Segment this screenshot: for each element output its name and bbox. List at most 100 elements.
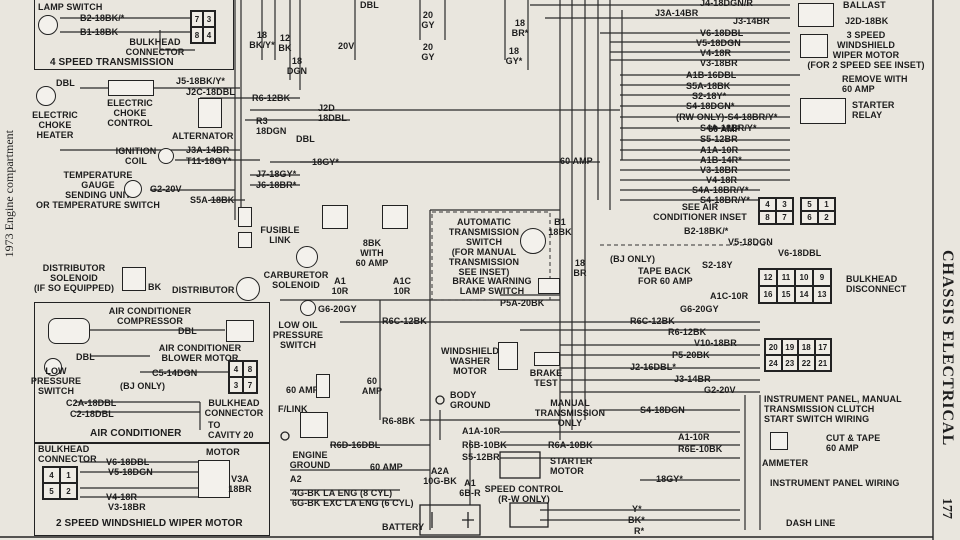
wire-j2: J2-16DBL* <box>630 362 676 372</box>
wire-v4: V4-18R <box>700 48 732 58</box>
wire-a1a-r: A1A-10R <box>700 145 739 155</box>
wire-g6: G6-20GY <box>318 304 357 314</box>
pin: 12 <box>759 269 777 286</box>
wire-v6: V6-18DBL <box>700 28 744 38</box>
wire-c5: C5-14DGN <box>152 368 198 378</box>
bulkhead-disconnect-label: BULKHEAD DISCONNECT <box>846 274 907 294</box>
wire-c2a: C2A-18DBL <box>66 398 117 408</box>
wire-r6a: R6A-10BK <box>548 440 593 450</box>
ignition-coil-icon <box>158 148 174 164</box>
electric-choke-heater: ELECTRIC CHOKE HEATER <box>32 110 78 140</box>
sixty-amp-battery: 60 AMP <box>370 462 403 472</box>
pin: 4 <box>203 27 215 43</box>
wire-18gy-mid: 18GY* <box>312 157 340 167</box>
wire-20gy-b: 20 GY <box>421 42 435 62</box>
wire-g6-mid: G6-20GY <box>680 304 719 314</box>
wire-j3-mid: J3-14BR <box>674 374 711 384</box>
wire-j5: J5-18BK/Y* <box>176 76 226 86</box>
brake-switch-icon <box>538 278 560 294</box>
wire-r3: R3 18DGN <box>256 116 287 136</box>
wire-b2-r: B2-18BK/* <box>684 226 729 236</box>
pin: 9 <box>813 269 831 286</box>
wire-s4-br: S4-18BR/Y* <box>700 195 751 205</box>
washer-motor-icon <box>498 342 518 370</box>
ac-title: AIR CONDITIONER <box>90 428 182 439</box>
choke-heater-icon <box>36 86 56 106</box>
f-link-label: F/LINK <box>278 404 308 414</box>
distributor-icon <box>236 277 260 301</box>
ignition-coil: IGNITION COIL <box>115 146 157 166</box>
wire-s4a-2: S4A-18BR/Y* <box>692 185 749 195</box>
distributor-solenoid: DISTRIBUTOR SOLENOID (IF SO EQUIPPED) <box>33 263 115 293</box>
pin: 3 <box>203 11 215 27</box>
wire-rw-only: (RW ONLY)-S4-18BR/Y* <box>676 112 778 122</box>
wire-j2c: J2C-18DBL <box>186 87 235 97</box>
wire-y: Y* <box>632 504 642 514</box>
bulkhead-disconnect-upper: 12 11 10 9 16 15 14 13 <box>758 268 832 304</box>
wire-j3a-r: J3A-14BR <box>655 8 699 18</box>
sixty-amp-mid: 60 AMP <box>560 156 593 166</box>
wire-v5-wiper: V5-18DGN <box>108 467 153 477</box>
wire-a1c-mid: A1C-10R <box>710 291 749 301</box>
wire-p5: P5-20BK <box>672 350 710 360</box>
pin: 4 <box>759 198 776 211</box>
brake-test-label: BRAKE TEST <box>529 368 563 388</box>
pin: 2 <box>60 483 77 499</box>
wire-v4b: V4-18R <box>706 175 738 185</box>
wire-s4a: S4A-18BR/Y* <box>700 123 757 133</box>
ip-manual-trans-wiring: INSTRUMENT PANEL, MANUAL TRANSMISSION CL… <box>764 394 902 424</box>
pin: 8 <box>759 211 776 224</box>
wire-r6d: R6D-16DBL <box>330 440 381 450</box>
f-link-box <box>300 412 328 438</box>
dbl-mid: DBL <box>296 134 315 144</box>
wire-a1b: A1B-16DBL <box>686 70 737 80</box>
two-speed-wiper-inset <box>34 442 270 536</box>
windshield-washer-motor: WINDSHIELD WASHER MOTOR <box>441 346 499 376</box>
four-speed-title: 4 SPEED TRANSMISSION <box>50 57 174 68</box>
wire-p5a: P5A-20BK <box>500 298 545 308</box>
low-pressure-switch-icon <box>44 358 62 376</box>
ac-bulkhead-pins: 4 8 3 7 <box>228 360 258 394</box>
wire-a1a-bottom: A1A-10R <box>462 426 501 436</box>
battery-label: BATTERY <box>382 522 425 532</box>
wire-r: R* <box>634 526 645 536</box>
wire-j6: J6-18BR* <box>256 180 297 190</box>
ballast-resistor <box>798 3 834 27</box>
pin: 5 <box>43 483 60 499</box>
brake-test-icon <box>534 352 560 366</box>
dash-line-label: DASH LINE <box>786 518 836 528</box>
pin: 21 <box>814 355 831 371</box>
four-speed-inset <box>34 0 234 70</box>
pin: 7 <box>191 11 203 27</box>
wire-v3b: V3-18BR <box>700 165 738 175</box>
pin: 4 <box>43 467 60 483</box>
pin: 3 <box>776 198 793 211</box>
wire-v6-r: V6-18DBL <box>778 248 822 258</box>
wire-12bk: 12 BK <box>278 33 292 53</box>
ballast-label: BALLAST <box>843 0 886 10</box>
wire-r6-r: R6-12BK <box>668 327 707 337</box>
wire-s2-mid: S2-18Y <box>702 260 733 270</box>
wire-a2: A2 <box>290 474 302 484</box>
distributor-label: DISTRIBUTOR <box>172 285 235 295</box>
pin: 16 <box>759 286 777 303</box>
bk-label: BK <box>148 282 162 292</box>
starter-relay-label: STARTER RELAY <box>852 100 895 120</box>
pin: 13 <box>813 286 831 303</box>
pin: 19 <box>781 339 798 355</box>
bulkhead-pins-4speed: 7 3 8 4 <box>190 10 216 44</box>
ammeter-icon <box>770 432 788 450</box>
low-pressure-switch: LOW PRESSURE SWITCH <box>30 366 82 396</box>
wire-a2a: A2A 10G-BK <box>423 466 457 486</box>
pin: 14 <box>795 286 813 303</box>
bj-only-label: (BJ ONLY) <box>610 254 656 264</box>
two-speed-motor-icon <box>198 460 230 498</box>
wire-b1: B1-18BK <box>80 27 119 37</box>
pin: 17 <box>814 339 831 355</box>
dbl-top: DBL <box>360 0 379 10</box>
lamp-switch-label: LAMP SWITCH <box>38 2 103 12</box>
wire-20v: 20V <box>338 41 355 51</box>
automatic-transmission-switch: AUTOMATIC TRANSMISSION SWITCH (FOR MANUA… <box>448 217 520 277</box>
